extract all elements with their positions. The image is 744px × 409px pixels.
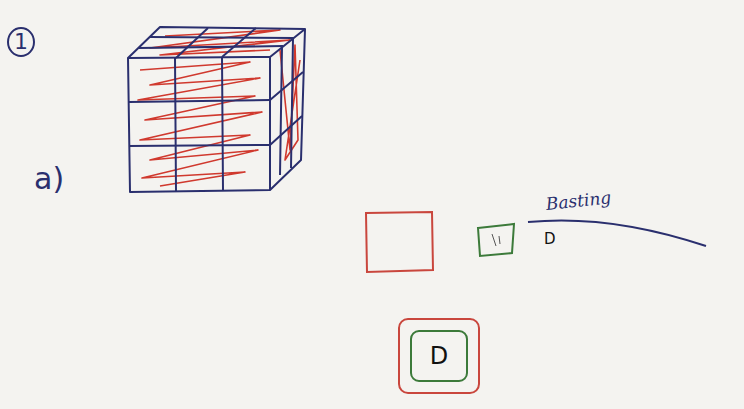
- red-square: [366, 212, 433, 272]
- outer-frame: D: [398, 318, 480, 394]
- cube-drawing: [128, 27, 305, 192]
- callout-number: 1: [14, 31, 28, 53]
- green-square: [478, 224, 514, 256]
- label-text: a): [34, 164, 64, 194]
- small-mark: [492, 234, 500, 246]
- handwritten-note: Basting: [545, 189, 612, 213]
- number-circle: [8, 28, 34, 56]
- node-text: D: [430, 344, 448, 368]
- label-text: D: [544, 232, 556, 247]
- curve-line: [528, 220, 706, 246]
- inner-frame: D: [410, 330, 468, 382]
